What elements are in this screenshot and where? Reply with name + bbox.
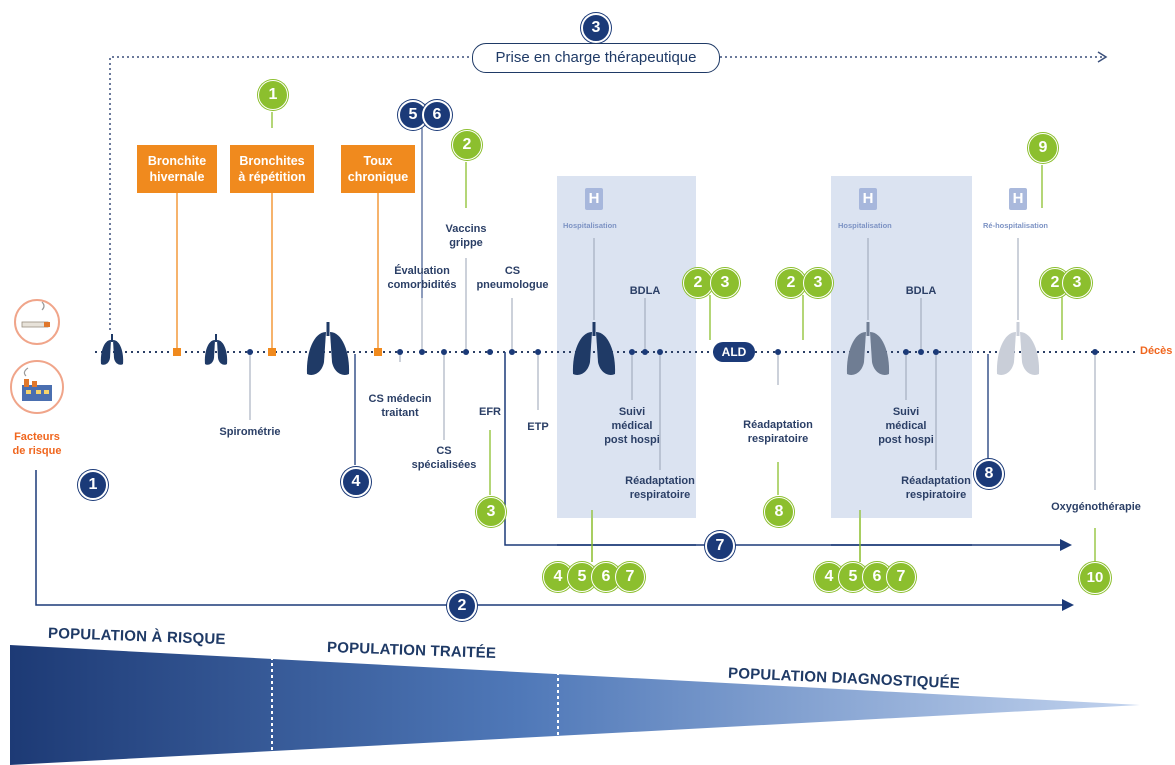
lungs-icon-2	[204, 334, 228, 365]
therapy-title: Prise en charge thérapeutique	[472, 43, 720, 73]
label-spirometrie: Spirométrie	[219, 426, 281, 438]
green-badge-7-a: 7	[615, 562, 645, 592]
blue-badge-6: 6	[422, 100, 452, 130]
lungs-icon-6	[996, 322, 1040, 375]
population-wedge	[10, 645, 1140, 765]
green-badge-3-a: 3	[710, 268, 740, 298]
green-badge-9: 9	[1028, 133, 1058, 163]
blue-badge-7: 7	[705, 531, 735, 561]
lungs-icon-4	[572, 322, 616, 375]
green-badge-3-c: 3	[1062, 268, 1092, 298]
label-etp: ETP	[527, 421, 549, 433]
blue-badge-2: 2	[447, 591, 477, 621]
hospital-icon-1: H	[585, 188, 603, 210]
green-badge-7-b: 7	[886, 562, 916, 592]
label-bdla-1: BDLA	[629, 285, 661, 297]
blue-badge-1: 1	[78, 470, 108, 500]
rehospitalisation-label: Ré-hospitalisation	[983, 221, 1049, 230]
hospitalisation-label-1: Hospitalisation	[563, 221, 617, 230]
therapy-dotted-line	[109, 56, 470, 330]
lungs-icon-5	[846, 322, 890, 375]
lungs-icon-3	[306, 322, 350, 375]
green-badge-3-efr: 3	[476, 497, 506, 527]
hospital-icon-2: H	[859, 188, 877, 210]
arrow-2	[35, 470, 1065, 606]
label-deces: Décès	[1140, 345, 1173, 357]
green-badge-1: 1	[258, 80, 288, 110]
ald-badge: ALD	[713, 342, 755, 362]
label-oxygenotherapie: Oxygénothérapie	[1051, 501, 1141, 513]
blue-badge-8: 8	[974, 459, 1004, 489]
green-badge-2-vaccins: 2	[452, 130, 482, 160]
green-badge-8: 8	[764, 497, 794, 527]
green-badge-2-b: 2	[776, 268, 806, 298]
blue-badge-4: 4	[341, 467, 371, 497]
label-bdla-2: BDLA	[905, 285, 937, 297]
green-badge-10: 10	[1079, 562, 1111, 594]
lungs-icon-1	[100, 334, 124, 365]
hospital-icon-3: H	[1009, 188, 1027, 210]
label-efr: EFR	[479, 406, 501, 418]
hospitalisation-label-2: Hospitalisation	[838, 221, 892, 230]
green-badge-6-b: 6	[862, 562, 892, 592]
badge-3-therapy: 3	[581, 13, 611, 43]
green-badge-2-a: 2	[683, 268, 713, 298]
green-badge-3-b: 3	[803, 268, 833, 298]
